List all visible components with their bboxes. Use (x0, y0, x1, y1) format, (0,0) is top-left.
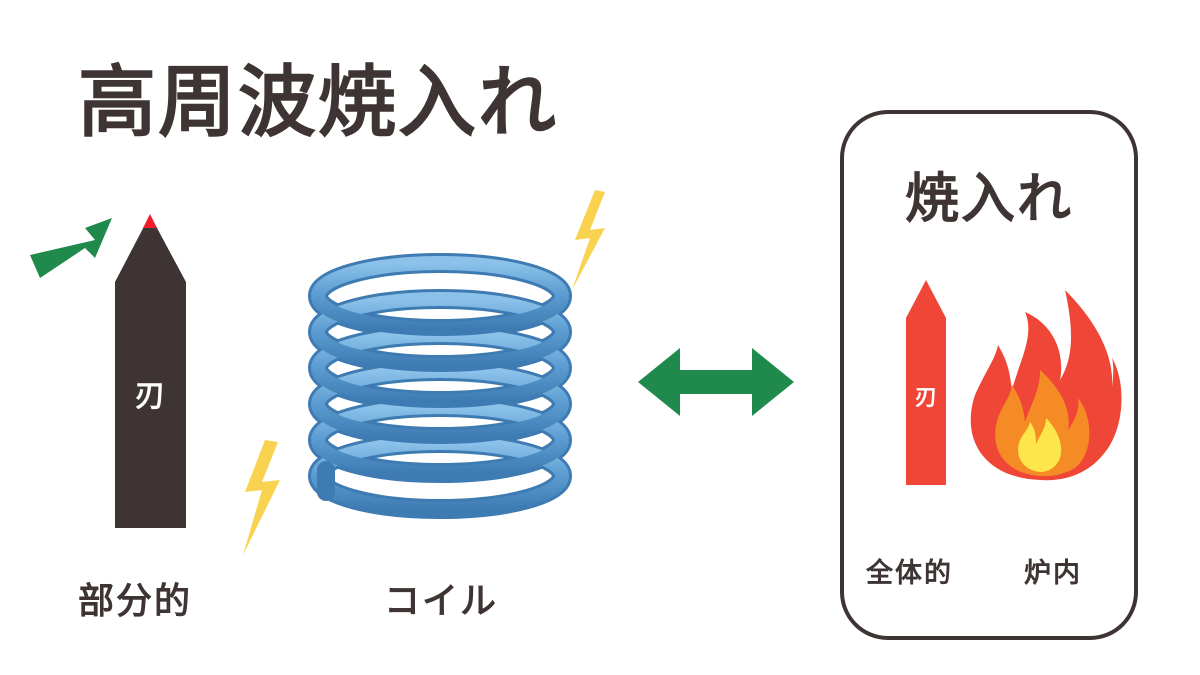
spark-icon-bottom (243, 440, 280, 555)
blade-tip-hardened (143, 214, 157, 228)
spark-icon-top (572, 190, 605, 290)
blade-full-char: 刃 (914, 386, 937, 411)
blade-full (906, 280, 946, 485)
blade-full-label: 全体的 (866, 558, 953, 589)
pointer-arrow-icon (30, 218, 112, 278)
page-title: 高周波焼入れ (78, 58, 559, 148)
double-arrow-icon (638, 348, 794, 416)
coil-icon (308, 253, 572, 519)
coil-label: コイル (384, 581, 499, 622)
blade-partial (115, 214, 186, 528)
fire-label: 炉内 (1024, 558, 1082, 589)
quench-card: 焼入れ 全体的 炉内 (840, 110, 1138, 640)
blade-partial-char: 刃 (135, 379, 165, 414)
card-title: 焼入れ (905, 167, 1073, 230)
blade-partial-label: 部分的 (78, 581, 193, 622)
fire-icon (970, 290, 1122, 481)
